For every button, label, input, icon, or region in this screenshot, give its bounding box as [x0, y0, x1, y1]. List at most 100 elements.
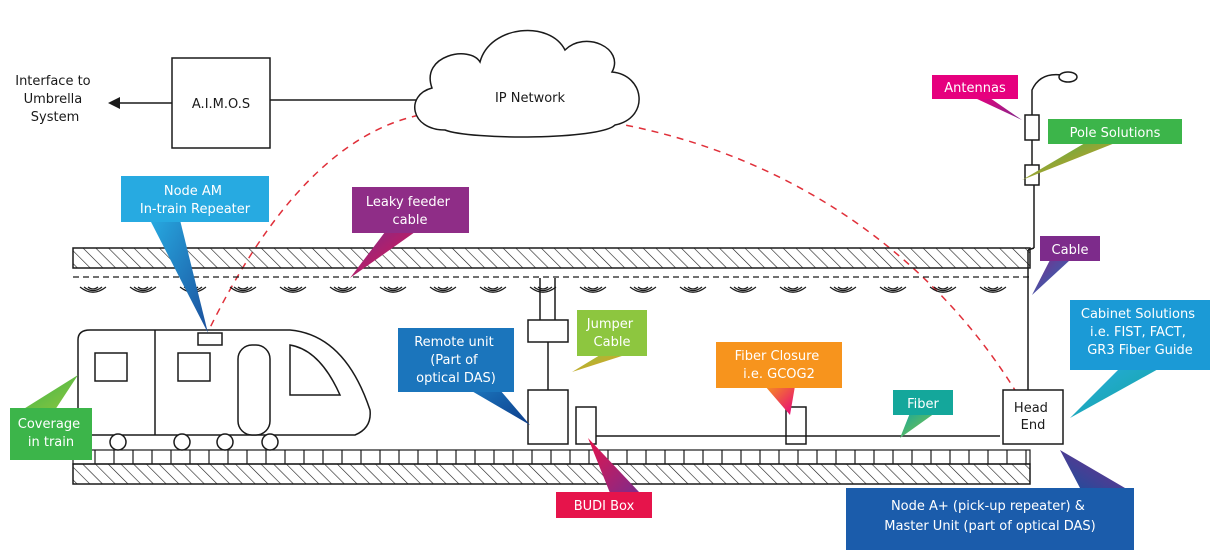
- wireless-arc-right: [509, 111, 1019, 396]
- radiation-wave-arc: [587, 286, 599, 290]
- radiation-wave-arc: [87, 286, 99, 290]
- interface-arrow: [108, 97, 172, 109]
- radiation-wave-arc: [683, 286, 703, 292]
- radiation-wave-arc: [429, 286, 457, 293]
- radiation-wave-arc: [283, 286, 303, 292]
- radiation-wave-arc: [287, 286, 299, 290]
- radiation-wave-arc: [83, 286, 103, 292]
- svg-text:Jumper Cable: Jumper Cable: [586, 317, 637, 350]
- callout-leaky-feeder: Leaky feeder cable: [350, 187, 469, 278]
- radiation-wave-arc: [433, 286, 453, 292]
- train: [77, 329, 371, 451]
- radiation-wave-arc: [737, 286, 749, 290]
- radiation-wave-arc: [379, 286, 407, 293]
- radiation-wave-arc: [883, 286, 903, 292]
- svg-text:Remote unit (Part of: Remote unit (Part of optical DAS): [414, 335, 498, 386]
- radiation-wave-arc: [437, 286, 449, 290]
- remote-unit-box: [527, 389, 569, 445]
- radiation-wave-arc: [787, 286, 799, 290]
- callout-jumper-cable: Jumper Cable: [572, 310, 647, 372]
- radiation-wave-arc: [779, 286, 807, 293]
- radiation-wave-arc: [687, 286, 699, 290]
- radiation-wave-arc: [529, 286, 557, 293]
- callout-node-am: Node AM In-train Repeater: [121, 176, 269, 333]
- svg-text:Pole Solutions: Pole Solutions: [1070, 126, 1161, 141]
- radiation-wave-arc: [933, 286, 953, 292]
- radiation-wave-arc: [629, 286, 657, 293]
- node-am-box: [197, 332, 223, 346]
- radiation-wave-arc: [829, 286, 857, 293]
- radiation-wave-arc: [583, 286, 603, 292]
- radiation-wave-arc: [337, 286, 349, 290]
- radiation-wave-arc: [129, 286, 157, 293]
- radiation-wave-arc: [679, 286, 707, 293]
- callout-pole-solutions: Pole Solutions: [1022, 119, 1182, 180]
- radiation-wave-arc: [579, 286, 607, 293]
- radiation-wave-arc: [333, 286, 353, 292]
- radiation-wave-arc: [487, 286, 499, 290]
- fiber-closure-box: [785, 406, 807, 445]
- svg-text:Node AM In-train Repeate: Node AM In-train Repeater: [140, 184, 251, 217]
- callout-fiber-closure: Fiber Closure i.e. GCOG2: [716, 342, 842, 415]
- budi-box: [575, 406, 597, 445]
- ip-network-label: IP Network: [495, 91, 566, 106]
- radiation-wave-arc: [383, 286, 403, 292]
- callout-cabinet-solutions: Cabinet Solutions i.e. FIST, FACT, GR3 F…: [1070, 300, 1210, 418]
- head-end-assembly: [1002, 71, 1078, 445]
- radiation-wave-arc: [979, 286, 1007, 293]
- callout-budi-box: BUDI Box: [556, 438, 652, 518]
- radiation-wave-arc: [937, 286, 949, 290]
- callout-fiber: Fiber: [893, 390, 953, 438]
- svg-text:Cabinet Solutions i.e. F: Cabinet Solutions i.e. FIST, FACT, GR3 F…: [1081, 307, 1199, 358]
- radiation-wave-arc: [637, 286, 649, 290]
- radiation-wave-arc: [533, 286, 553, 292]
- radiation-waves: [79, 286, 1007, 293]
- radiation-wave-arc: [133, 286, 153, 292]
- radiation-wave-arc: [233, 286, 253, 292]
- callout-cable: Cable: [1032, 236, 1100, 295]
- radiation-wave-arc: [983, 286, 1003, 292]
- radiation-wave-arc: [833, 286, 853, 292]
- radiation-wave-arc: [279, 286, 307, 293]
- head-end-label: Head End: [1014, 401, 1052, 433]
- svg-text:Cable: Cable: [1052, 243, 1089, 258]
- svg-text:Node A+ (pick-up repeater) &: Node A+ (pick-up repeater) & Master Unit…: [884, 499, 1095, 534]
- callout-antennas: Antennas: [932, 75, 1022, 120]
- radiation-wave-arc: [137, 286, 149, 290]
- remote-unit-assembly: [527, 278, 807, 445]
- radiation-wave-arc: [887, 286, 899, 290]
- tunnel-ceiling: [72, 247, 1031, 269]
- wireless-arc-left: [204, 114, 421, 339]
- radiation-wave-arc: [837, 286, 849, 290]
- tunnel-floor: [72, 463, 1031, 485]
- aimos-box: [171, 57, 271, 149]
- radiation-wave-arc: [879, 286, 907, 293]
- radiation-wave-arc: [929, 286, 957, 293]
- callout-node-a-plus: Node A+ (pick-up repeater) & Master Unit…: [846, 450, 1134, 550]
- radiation-wave-arc: [229, 286, 257, 293]
- svg-text:Fiber Closure i.e. GCOG2: Fiber Closure i.e. GCOG2: [735, 349, 824, 382]
- callout-coverage: Coverage in train: [10, 375, 92, 460]
- aimos-label: A.I.M.O.S: [192, 97, 250, 112]
- radiation-wave-arc: [329, 286, 357, 293]
- callout-remote-unit: Remote unit (Part of optical DAS): [398, 328, 530, 425]
- ip-network-cloud: [414, 29, 640, 138]
- svg-text:Antennas: Antennas: [944, 81, 1006, 96]
- radiation-wave-arc: [733, 286, 753, 292]
- radiation-wave-arc: [479, 286, 507, 293]
- svg-text:Fiber: Fiber: [907, 397, 939, 412]
- radiation-wave-arc: [633, 286, 653, 292]
- svg-text:BUDI Box: BUDI Box: [574, 499, 635, 514]
- radiation-wave-arc: [729, 286, 757, 293]
- svg-text:Coverage in train: Coverage in train: [18, 417, 84, 450]
- radiation-wave-arc: [987, 286, 999, 290]
- radiation-wave-arc: [483, 286, 503, 292]
- sleeper-lines: [94, 450, 1027, 464]
- svg-text:Leaky feeder cable: Leaky feeder cable: [366, 195, 454, 228]
- radiation-wave-arc: [237, 286, 249, 290]
- radiation-wave-arc: [537, 286, 549, 290]
- interface-label: Interface to Umbrella System: [15, 74, 95, 125]
- radiation-wave-arc: [783, 286, 803, 292]
- radiation-wave-arc: [387, 286, 399, 290]
